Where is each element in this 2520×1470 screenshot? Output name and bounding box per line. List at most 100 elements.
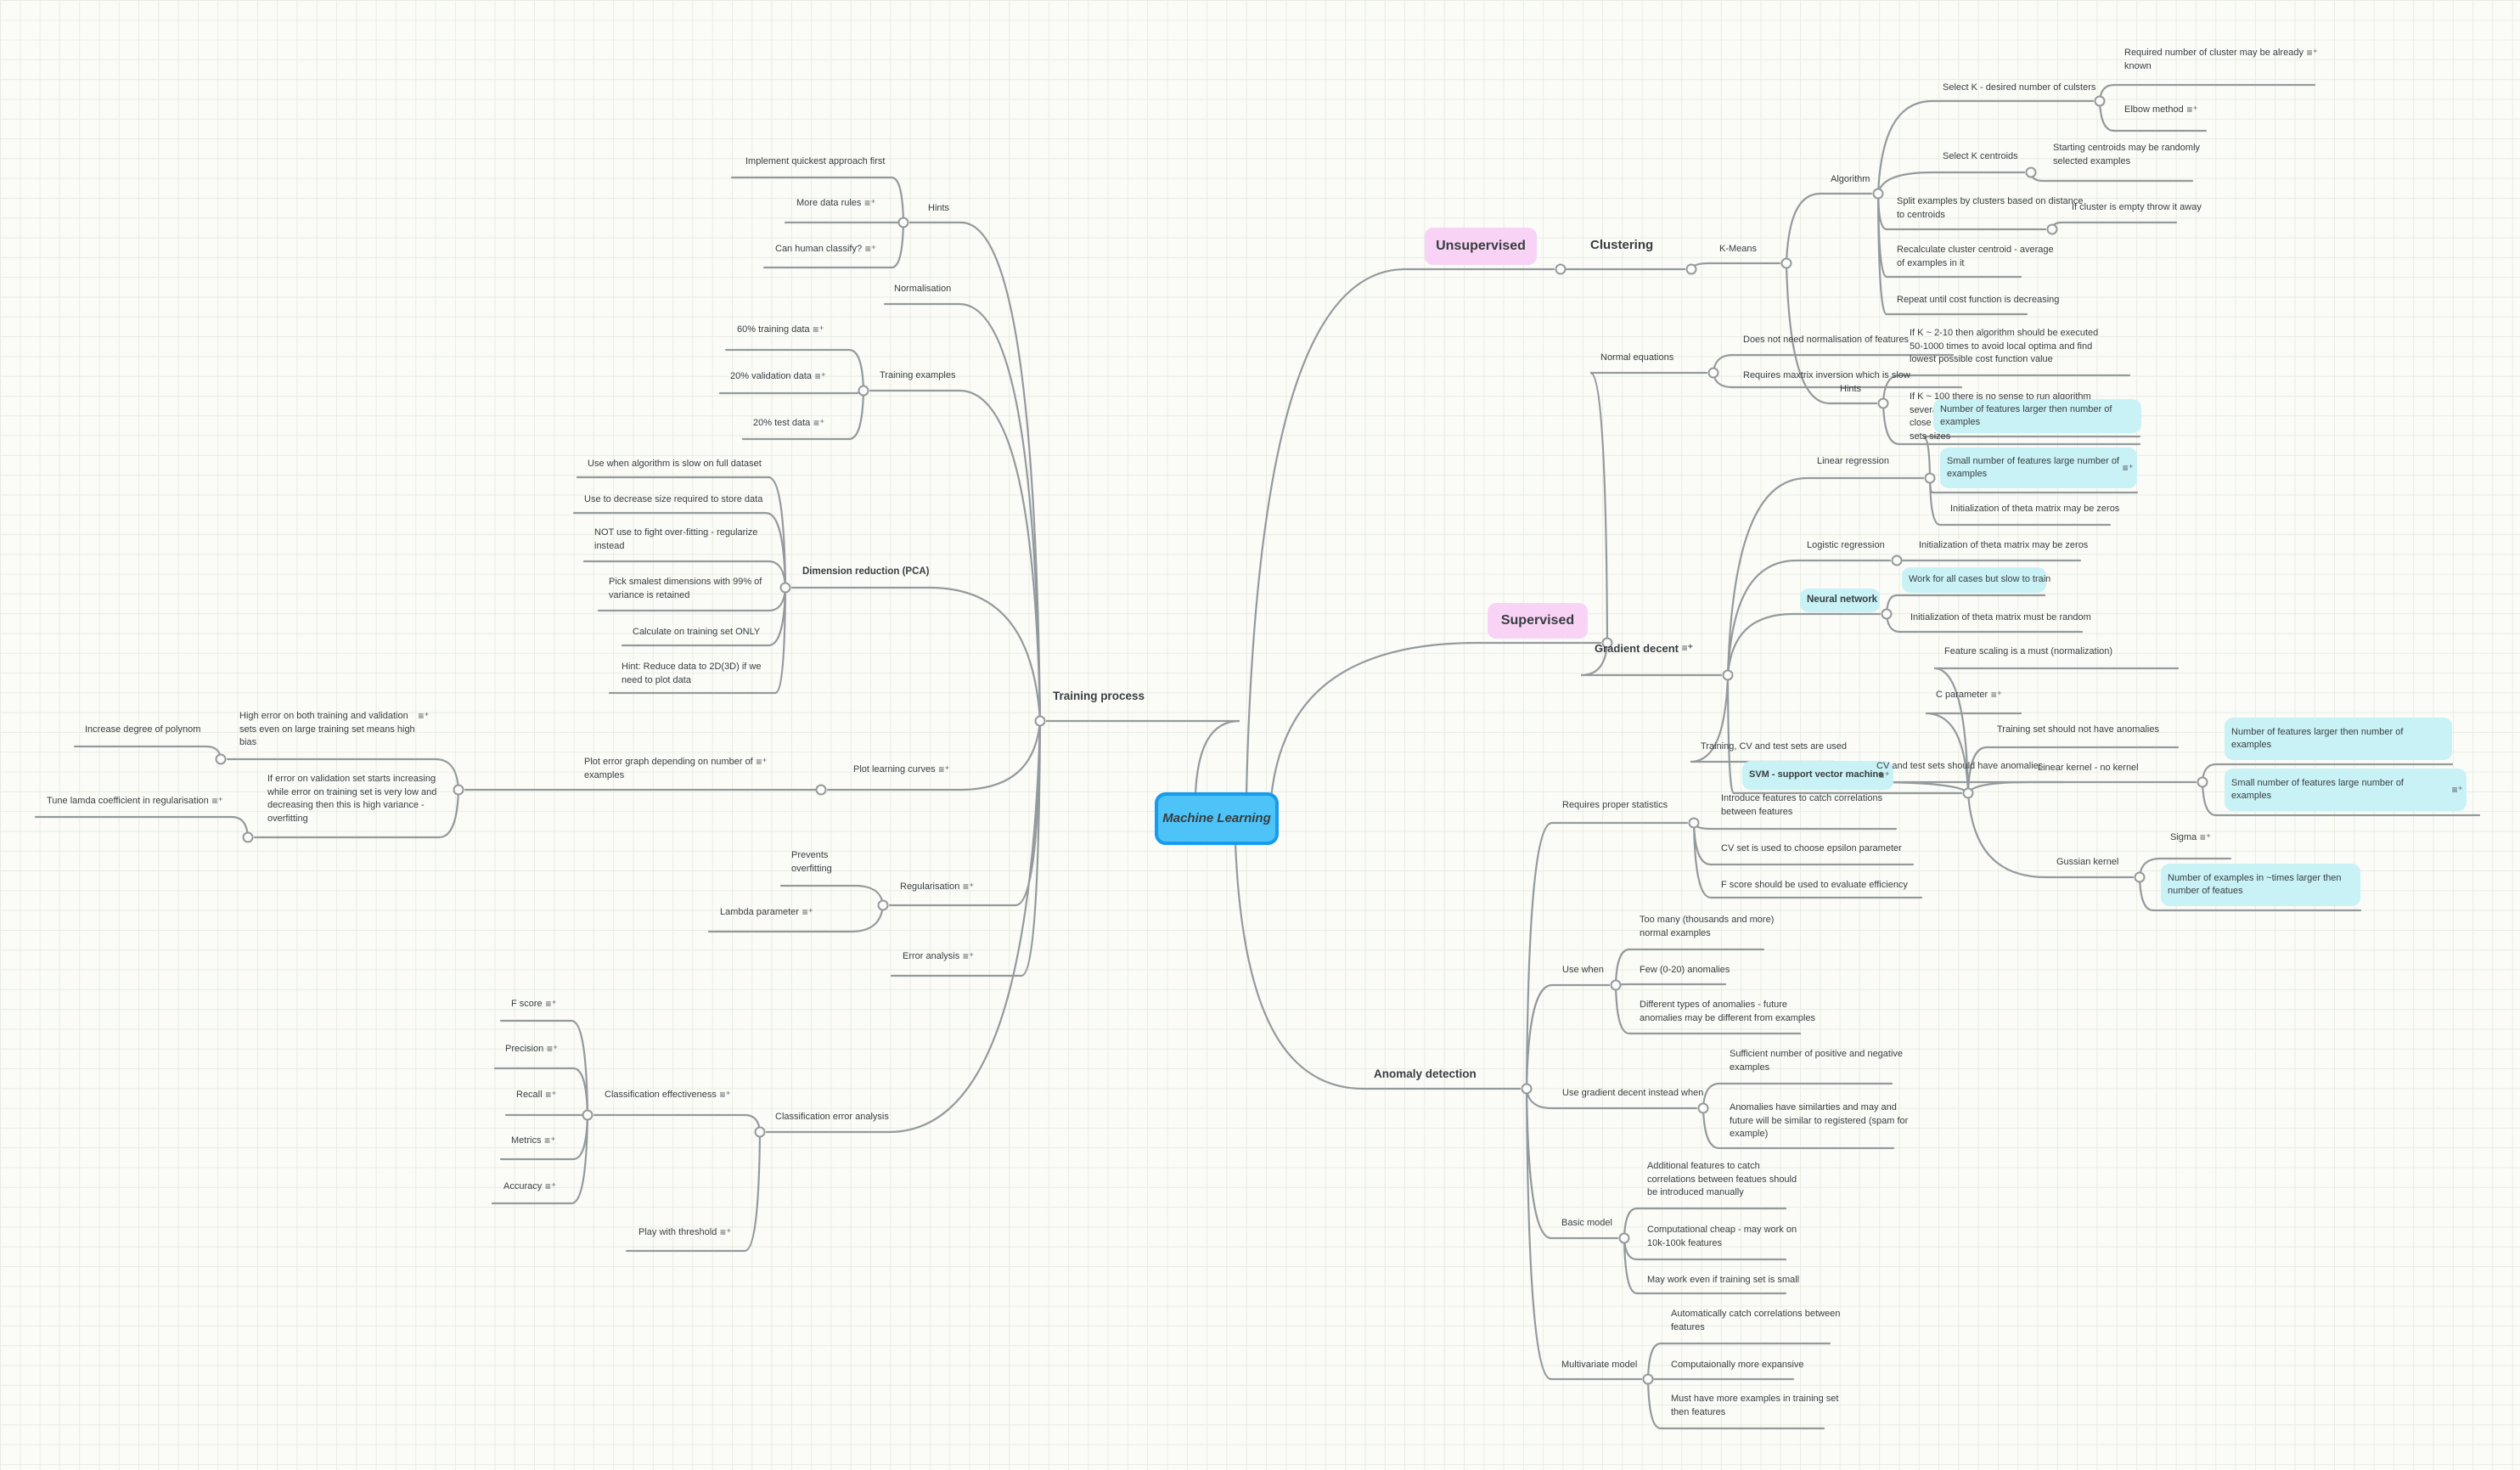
- topic-gk2[interactable]: Number of examples in ~times larger then…: [2161, 864, 2360, 906]
- topic-rcc[interactable]: Recalculate cluster centroid - average o…: [1897, 245, 2054, 268]
- topic-pca[interactable]: Dimension reduction (PCA): [802, 566, 930, 577]
- junction-dot-plc[interactable]: [815, 784, 827, 796]
- topic-sc[interactable]: Starting centroids may be randomly selec…: [2053, 143, 2201, 166]
- topic-pca1[interactable]: Use when algorithm is slow on full datas…: [588, 459, 762, 469]
- topic-rps1[interactable]: Introduce features to catch correlations…: [1721, 793, 1883, 817]
- topic-cp[interactable]: C parameter≡⁺: [1936, 689, 2003, 701]
- junction-dot-mm[interactable]: [1642, 1373, 1654, 1385]
- junction-dot-ug[interactable]: [1697, 1102, 1709, 1114]
- topic-rps[interactable]: Requires proper statistics: [1562, 800, 1668, 810]
- topic-spl[interactable]: Split examples by clusters based on dist…: [1897, 196, 2084, 220]
- topic-lk1[interactable]: Number of features larger then number of…: [2225, 718, 2452, 760]
- topic-tp[interactable]: Training process: [1053, 690, 1145, 702]
- topic-pca2[interactable]: Use to decrease size required to store d…: [584, 494, 763, 504]
- topic-gk[interactable]: Gussian kernel: [2056, 857, 2119, 867]
- topic-uw2[interactable]: Few (0-20) anomalies: [1640, 965, 1730, 975]
- topic-rps2[interactable]: CV set is used to choose epsilon paramet…: [1721, 843, 1902, 853]
- notes-icon[interactable]: ≡⁺: [938, 763, 950, 775]
- notes-icon[interactable]: ≡⁺: [814, 370, 827, 382]
- topic-lrx[interactable]: Number of features larger then number of…: [1933, 399, 2141, 433]
- topic-ug2[interactable]: Anomalies have similarties and may and f…: [1730, 1102, 1909, 1139]
- topic-em[interactable]: Elbow method≡⁺: [2124, 104, 2198, 115]
- topic-rn[interactable]: Required number of cluster may be alread…: [2124, 47, 2318, 71]
- notes-icon[interactable]: ≡⁺: [545, 1089, 557, 1101]
- junction-dot-nn[interactable]: [1881, 608, 1893, 620]
- topic-lr1[interactable]: Small number of features large number of…: [1940, 448, 2137, 488]
- junction-dot-hints_r[interactable]: [1877, 397, 1889, 409]
- topic-sg[interactable]: Sigma≡⁺: [2170, 831, 2212, 843]
- topic-bm2[interactable]: Computational cheap - may work on 10k-10…: [1647, 1225, 1797, 1248]
- topic-sup[interactable]: Supervised: [1488, 603, 1588, 639]
- topic-ac[interactable]: Accuracy≡⁺: [503, 1180, 557, 1192]
- notes-icon[interactable]: ≡⁺: [544, 1135, 556, 1146]
- topic-mm[interactable]: Multivariate model: [1561, 1360, 1638, 1370]
- topic-impl[interactable]: Implement quickest approach first: [745, 156, 886, 166]
- topic-he[interactable]: High error on both training and validati…: [239, 710, 430, 747]
- topic-nn[interactable]: Neural network: [1800, 589, 1880, 612]
- topic-ug1[interactable]: Sufficient number of positive and negati…: [1730, 1049, 1904, 1073]
- topic-uns[interactable]: Unsupervised: [1425, 228, 1537, 265]
- junction-dot-clu[interactable]: [1685, 263, 1697, 275]
- junction-dot-svm[interactable]: [1962, 787, 1974, 799]
- notes-icon[interactable]: ≡⁺: [2306, 47, 2318, 59]
- topic-more[interactable]: More data rules≡⁺: [796, 197, 876, 209]
- topic-mm2[interactable]: Computaionally more expansive: [1671, 1360, 1804, 1370]
- topic-peg[interactable]: Plot error graph depending on number of …: [584, 756, 768, 780]
- topic-uw3[interactable]: Different types of anomalies - future an…: [1640, 1000, 1816, 1023]
- junction-dot-spl[interactable]: [2046, 223, 2058, 235]
- topic-cvta[interactable]: CV and test sets should have anomalies: [1876, 761, 2044, 771]
- notes-icon[interactable]: ≡⁺: [756, 756, 768, 768]
- junction-dot-uns[interactable]: [1555, 263, 1567, 275]
- topic-pwt[interactable]: Play with threshold≡⁺: [638, 1226, 732, 1238]
- notes-icon[interactable]: ≡⁺: [546, 1043, 559, 1055]
- junction-dot-skd[interactable]: [2094, 95, 2106, 107]
- topic-canh[interactable]: Can human classify?≡⁺: [775, 243, 877, 255]
- notes-icon[interactable]: ≡⁺: [802, 906, 813, 918]
- topic-pca3[interactable]: NOT use to fight over-fitting - regulari…: [594, 527, 758, 551]
- junction-dot-km[interactable]: [1780, 257, 1792, 269]
- topic-ad[interactable]: Anomaly detection: [1374, 1067, 1477, 1080]
- notes-icon[interactable]: ≡⁺: [813, 324, 824, 335]
- topic-d20v[interactable]: 20% validation data≡⁺: [730, 370, 827, 382]
- topic-hints_l[interactable]: Hints: [928, 203, 950, 213]
- topic-lk2[interactable]: Small number of features large number of…: [2225, 769, 2467, 811]
- notes-icon[interactable]: ≡⁺: [418, 710, 430, 722]
- topic-tcv[interactable]: Training, CV and test sets are used: [1701, 741, 1848, 752]
- notes-icon[interactable]: ≡⁺: [719, 1089, 731, 1101]
- topic-bm[interactable]: Basic model: [1561, 1218, 1612, 1228]
- topic-lgr1[interactable]: Initialization of theta matrix may be ze…: [1919, 540, 2089, 550]
- topic-nn2[interactable]: Initialization of theta matrix must be r…: [1910, 612, 2091, 622]
- junction-dot-uw[interactable]: [1610, 979, 1622, 991]
- topic-norm_l[interactable]: Normalisation: [894, 284, 952, 294]
- notes-icon[interactable]: ≡⁺: [2186, 104, 2198, 115]
- topic-d20t[interactable]: 20% test data≡⁺: [753, 417, 825, 429]
- topic-km[interactable]: K-Means: [1719, 244, 1758, 254]
- topic-k210[interactable]: If K ~ 2-10 then algorithm should be exe…: [1910, 328, 2099, 364]
- notes-icon[interactable]: ≡⁺: [864, 243, 877, 255]
- topic-rc[interactable]: Recall≡⁺: [516, 1089, 557, 1101]
- notes-icon[interactable]: ≡⁺: [962, 881, 975, 893]
- notes-icon[interactable]: ≡⁺: [813, 417, 825, 429]
- notes-icon[interactable]: ≡⁺: [1681, 642, 1693, 654]
- junction-dot-reg[interactable]: [877, 899, 889, 911]
- topic-nn1[interactable]: Work for all cases but slow to train: [1902, 567, 2050, 593]
- topic-ea[interactable]: Error analysis≡⁺: [903, 950, 975, 962]
- topic-po[interactable]: Prevents overfitting: [791, 850, 832, 874]
- junction-dot-tp[interactable]: [1034, 715, 1046, 727]
- topic-uw1[interactable]: Too many (thousands and more) normal exa…: [1640, 915, 1775, 938]
- notes-icon[interactable]: ≡⁺: [2199, 831, 2212, 843]
- notes-icon[interactable]: ≡⁺: [864, 197, 876, 209]
- junction-dot-he[interactable]: [215, 753, 227, 765]
- notes-icon[interactable]: ≡⁺: [719, 1226, 732, 1238]
- topic-bm1[interactable]: Additional features to catch correlation…: [1647, 1161, 1797, 1197]
- topic-ne1[interactable]: Does not need normalisation of features: [1743, 335, 1910, 345]
- notes-icon[interactable]: ≡⁺: [962, 950, 975, 962]
- notes-icon[interactable]: ≡⁺: [544, 1180, 557, 1192]
- topic-ne2[interactable]: Requires maxtrix inversion which is slow: [1743, 370, 1910, 380]
- topic-ml[interactable]: Machine Learning: [1155, 792, 1279, 845]
- topic-tsna[interactable]: Training set should not have anomalies: [1997, 724, 2159, 735]
- junction-dot-lgr[interactable]: [1891, 555, 1903, 566]
- topic-d60[interactable]: 60% training data≡⁺: [737, 324, 824, 335]
- junction-dot-sup[interactable]: [1601, 637, 1613, 649]
- junction-dot-ie[interactable]: [242, 831, 254, 843]
